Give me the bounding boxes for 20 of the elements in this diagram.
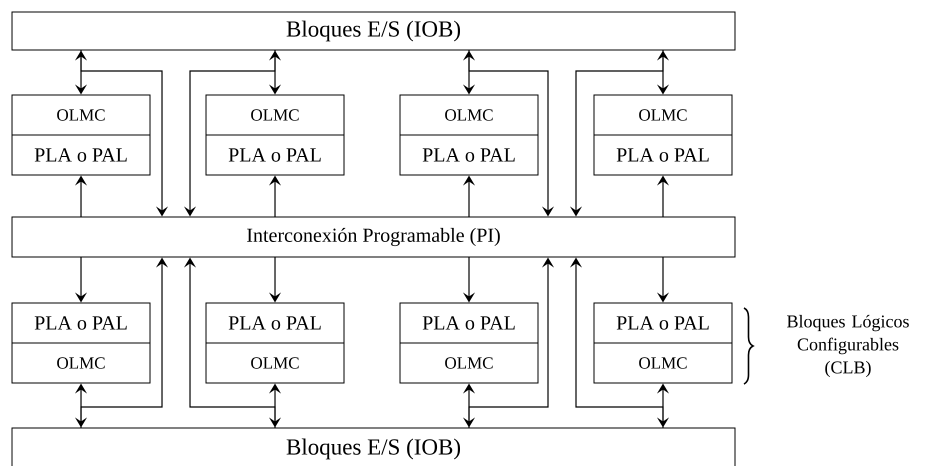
logic-array-box: PLA o PAL [206,134,344,176]
olmc-box: OLMC [206,342,344,384]
io-block-bar: Bloques E/S (IOB) [12,428,736,466]
logic-array-box: PLA o PAL [12,134,150,176]
logic-array-box: PLA o PAL [594,302,732,344]
olmc-box: OLMC [594,94,732,136]
olmc-box: OLMC [400,94,538,136]
logic-array-box: PLA o PAL [12,302,150,344]
logic-array-box: PLA o PAL [206,302,344,344]
logic-array-box: PLA o PAL [400,134,538,176]
olmc-box: OLMC [594,342,732,384]
olmc-box: OLMC [206,94,344,136]
olmc-box: OLMC [12,94,150,136]
logic-array-box: PLA o PAL [400,302,538,344]
olmc-box: OLMC [400,342,538,384]
olmc-box: OLMC [12,342,150,384]
interconnect-bar: Interconexión Programable (PI) [12,216,736,258]
logic-array-box: PLA o PAL [594,134,732,176]
io-block-bar: Bloques E/S (IOB) [12,12,736,50]
group-label: Bloques Lógicos Configurables (CLB) [787,314,909,378]
